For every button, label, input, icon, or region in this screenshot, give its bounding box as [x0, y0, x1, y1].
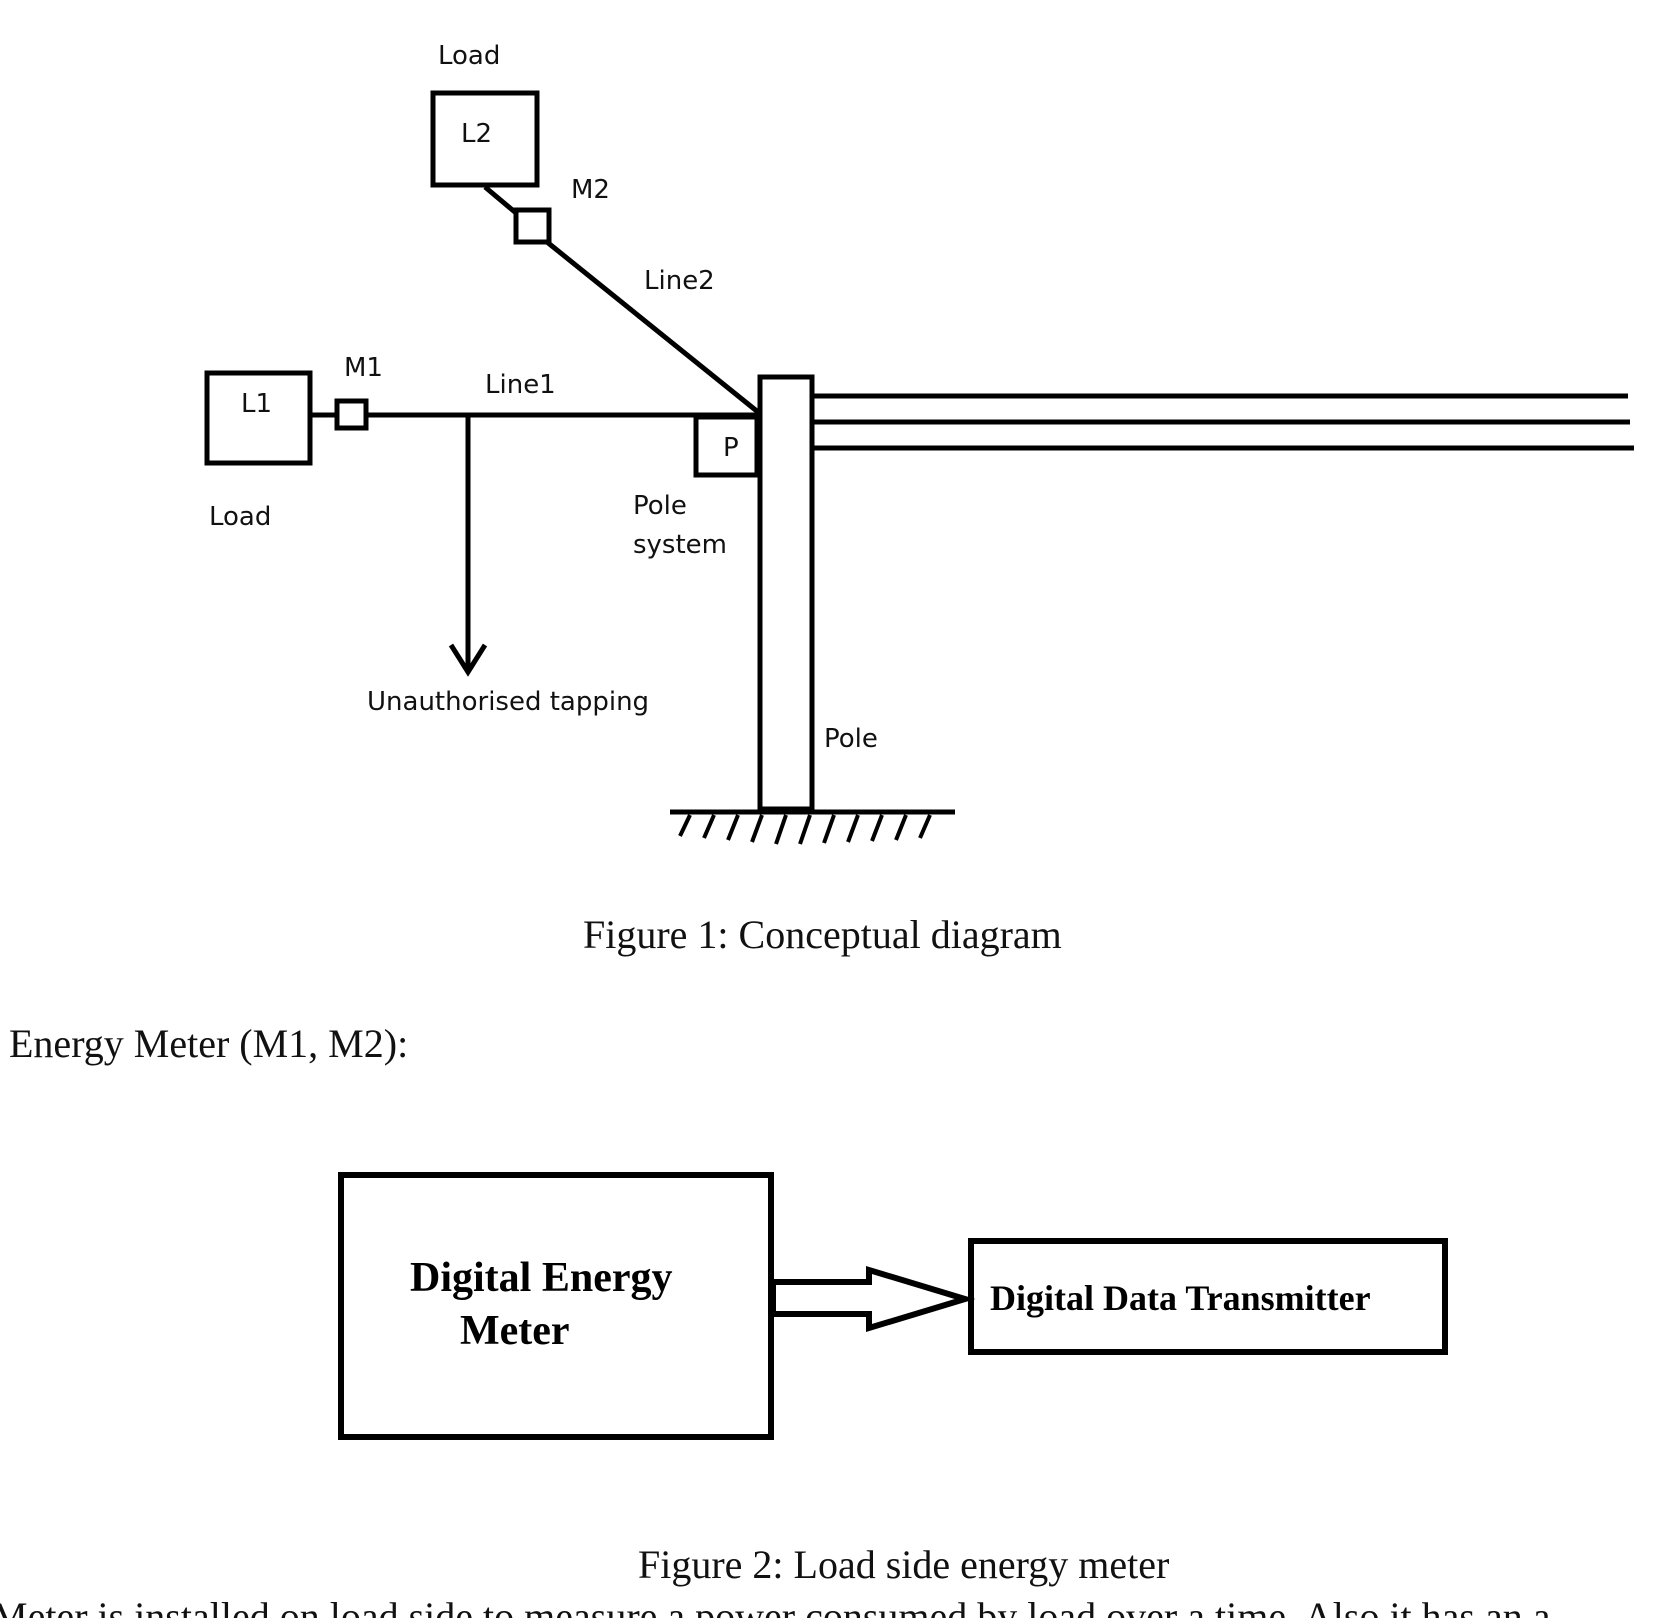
transmitter-block-label: Digital Data Transmitter	[990, 1278, 1371, 1318]
l1-label: L1	[241, 389, 272, 419]
digital-data-transmitter-block	[968, 1238, 1448, 1355]
load-l1-box	[204, 370, 313, 466]
pole-system-box	[693, 414, 760, 478]
body-text: Meter is installed on load side to measu…	[0, 1594, 1551, 1618]
conceptual-diagram: Load L2 M2 Line2 L1 Load M1 Line1 Unauth…	[204, 41, 1634, 845]
line2-wire	[545, 240, 760, 414]
l2-label: L2	[461, 119, 492, 149]
pole-label: Pole	[824, 724, 878, 754]
load-l2-box	[430, 90, 540, 188]
line2-label: Line2	[644, 266, 715, 296]
line1-label: Line1	[485, 370, 556, 400]
meter-m1	[334, 398, 369, 431]
section-heading: Energy Meter (M1, M2):	[9, 1021, 408, 1066]
figure2-caption: Figure 2: Load side energy meter	[638, 1542, 1169, 1587]
data-flow-arrow	[770, 1265, 976, 1333]
digital-energy-meter-block	[338, 1172, 774, 1440]
pole-system-label-line1: Pole	[633, 491, 687, 521]
ground-hatching	[678, 814, 932, 845]
meter-block-label-line1: Digital Energy	[410, 1255, 672, 1301]
load-top-label: Load	[438, 41, 500, 71]
meter-m2	[513, 207, 552, 245]
block-diagram: Digital Energy Meter Digital Data Transm…	[338, 1172, 1448, 1440]
l2-to-m2-wire	[483, 185, 518, 215]
m2-label: M2	[571, 175, 610, 205]
pole	[757, 374, 815, 812]
tapping-arrowhead	[448, 643, 488, 677]
p-label: P	[723, 433, 739, 463]
figure1-caption: Figure 1: Conceptual diagram	[583, 912, 1062, 957]
meter-block-label-line2: Meter	[460, 1308, 570, 1354]
load-bottom-label: Load	[209, 502, 271, 532]
m1-label: M1	[344, 353, 383, 383]
pole-system-label-line2: system	[633, 530, 727, 560]
tapping-label: Unauthorised tapping	[367, 687, 649, 717]
